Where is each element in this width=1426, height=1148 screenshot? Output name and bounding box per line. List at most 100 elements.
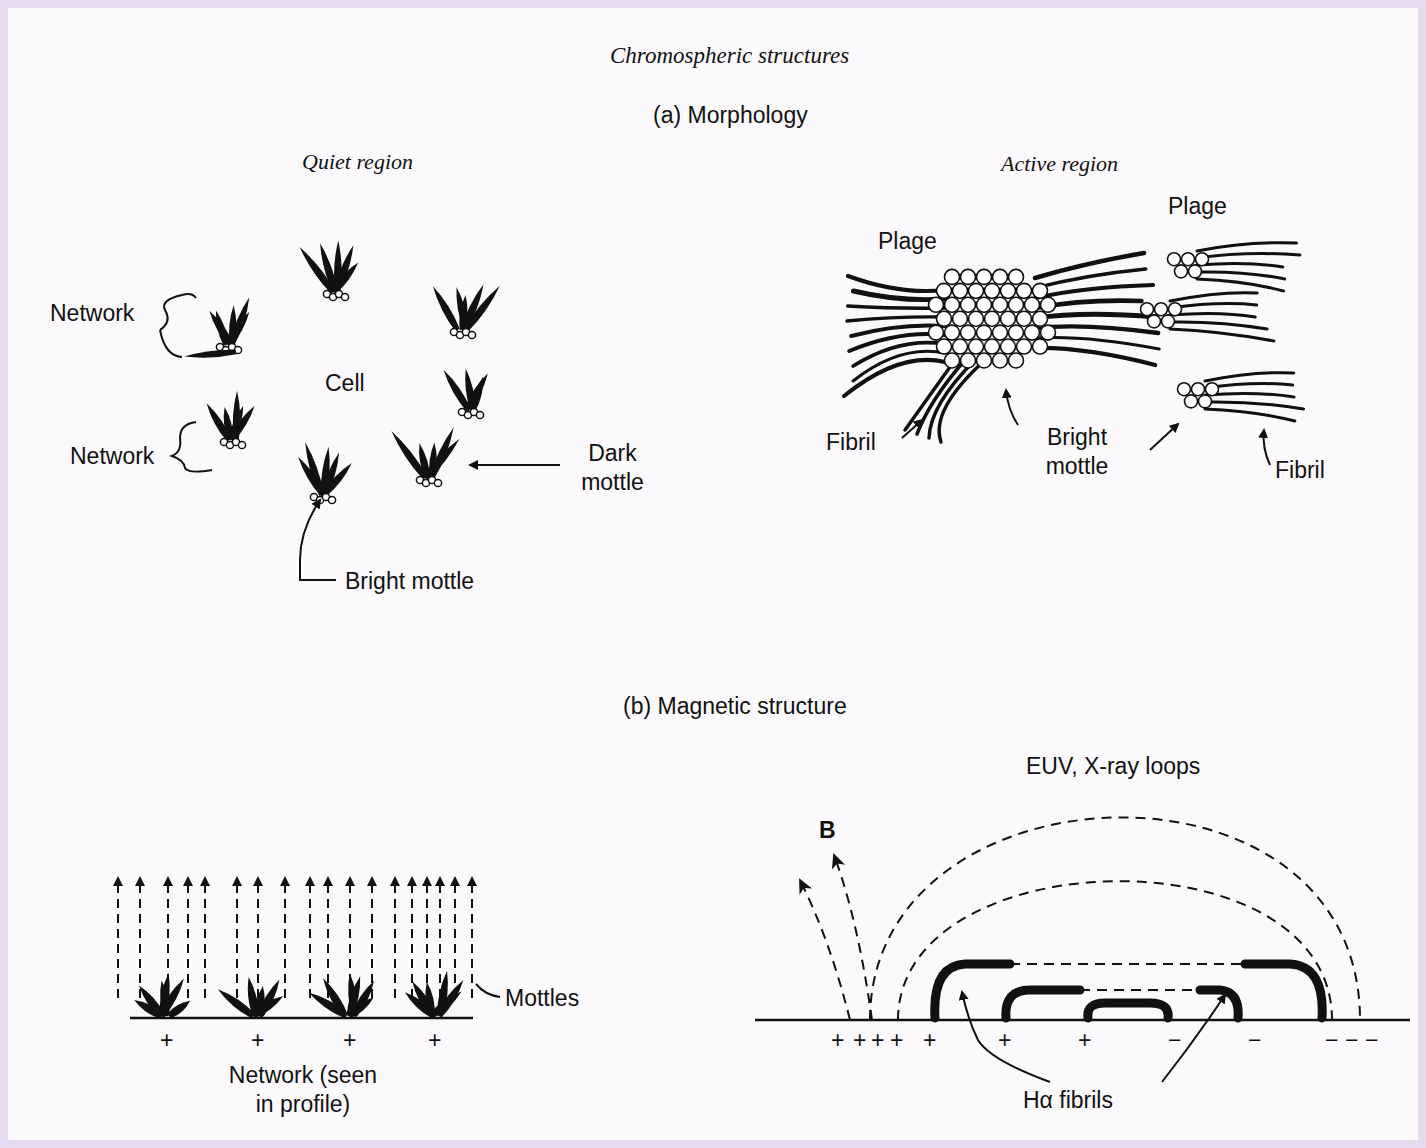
- polarity-sign: +: [251, 1026, 264, 1055]
- plage-grain: [977, 269, 992, 284]
- label: Dark mottle: [565, 439, 660, 497]
- mottle-blade: [347, 998, 373, 1019]
- polarity-sign: +: [853, 1026, 866, 1055]
- mottle-blade: [323, 978, 348, 1017]
- plage-grain: [1001, 311, 1016, 326]
- label: Network: [70, 442, 154, 471]
- b-field-arrow: [834, 855, 872, 1020]
- label: Mottles: [505, 984, 579, 1013]
- plage-grain: [1206, 383, 1219, 396]
- plage-grain: [961, 269, 976, 284]
- plage-grain: [929, 297, 944, 312]
- plage-grain: [985, 311, 1000, 326]
- active-region-sketch: [844, 243, 1304, 442]
- fibril: [1035, 285, 1153, 298]
- plage-grain: [945, 325, 960, 340]
- polarity-sign: −: [1248, 1026, 1261, 1055]
- field-arrow: [394, 878, 396, 998]
- x-ray-loop: [870, 817, 1360, 1020]
- polarity-sign: −: [1365, 1026, 1378, 1055]
- network-bracket: [160, 294, 196, 330]
- polarity-sign: −: [1168, 1026, 1181, 1055]
- fibril: [1205, 409, 1295, 421]
- leader-lines: [160, 294, 1270, 1082]
- label: Bright mottle: [345, 567, 474, 596]
- plage-grain: [977, 353, 992, 368]
- plage-grain: [1162, 315, 1175, 328]
- fibril: [1170, 304, 1257, 308]
- field-line: [1080, 989, 1200, 991]
- label: Fibril: [826, 428, 876, 457]
- plage-grain: [1033, 311, 1048, 326]
- plage-grain: [977, 297, 992, 312]
- leader-arrow: [902, 420, 922, 438]
- field-arrow: [327, 878, 329, 998]
- leader-arrow: [300, 500, 336, 580]
- field-arrow: [454, 878, 456, 998]
- plage-grain: [961, 325, 976, 340]
- plage-grain: [969, 339, 984, 354]
- polarity-sign: +: [923, 1026, 936, 1055]
- plage-grain: [945, 353, 960, 368]
- b-field-arrow: [800, 880, 850, 1020]
- field-arrow: [187, 878, 189, 998]
- fibril: [1197, 272, 1285, 279]
- plage-grain: [1017, 339, 1032, 354]
- polarity-sign: +: [890, 1026, 903, 1055]
- plage-grain: [985, 339, 1000, 354]
- h-alpha-fibril: [935, 964, 1010, 1018]
- plage-grain: [969, 283, 984, 298]
- plage-grain: [985, 283, 1000, 298]
- field-arrow: [257, 878, 259, 998]
- fibril: [1035, 253, 1144, 278]
- h-alpha-fibril: [1200, 990, 1238, 1018]
- plage-grain: [1017, 283, 1032, 298]
- label: Plage: [878, 227, 937, 256]
- figure-title: Chromospheric structures: [610, 42, 849, 71]
- panel-heading: Quiet region: [302, 148, 413, 176]
- h-alpha-fibril: [1245, 964, 1322, 1018]
- plage-grain: [1148, 315, 1161, 328]
- mottle-blade: [464, 286, 500, 332]
- plage-grain: [961, 353, 976, 368]
- mottle-blade: [226, 312, 249, 346]
- field-arrow: [117, 878, 119, 998]
- plage-grain: [1025, 325, 1040, 340]
- fibril: [1205, 402, 1303, 409]
- plage-grain: [1001, 339, 1016, 354]
- fibril: [848, 276, 945, 291]
- plage-grain: [1182, 253, 1195, 266]
- plage-grain: [1009, 325, 1024, 340]
- field-arrow: [309, 878, 311, 998]
- fibril: [1205, 393, 1294, 397]
- plage-grain: [937, 339, 952, 354]
- field-arrow: [411, 878, 413, 998]
- mottle-blade: [332, 263, 358, 294]
- fibril: [1197, 243, 1296, 251]
- h-alpha-fibril: [1006, 990, 1080, 1018]
- fibril: [1197, 279, 1284, 291]
- plage-grain: [1155, 303, 1168, 316]
- label: Cell: [325, 369, 365, 398]
- plage-grain: [1009, 353, 1024, 368]
- surface-line: [130, 1017, 473, 1020]
- plage-grain: [937, 283, 952, 298]
- plage-grain: [969, 311, 984, 326]
- plage-grain: [1033, 339, 1048, 354]
- plage-grain: [993, 325, 1008, 340]
- leader-arrow: [1006, 390, 1018, 425]
- bright-mottle-grain: [476, 411, 483, 418]
- plage-grain: [977, 325, 992, 340]
- plage-grain: [1168, 253, 1181, 266]
- label: Plage: [1168, 192, 1227, 221]
- plage-grain: [945, 269, 960, 284]
- plage-grain: [1041, 297, 1056, 312]
- bright-mottle-grain: [341, 293, 348, 300]
- bright-mottle-grain: [434, 479, 441, 486]
- leader-arrow: [1162, 995, 1225, 1082]
- field-arrow: [204, 878, 206, 998]
- field-arrow: [426, 878, 428, 998]
- plage-grain: [1001, 283, 1016, 298]
- fibril: [1170, 313, 1255, 317]
